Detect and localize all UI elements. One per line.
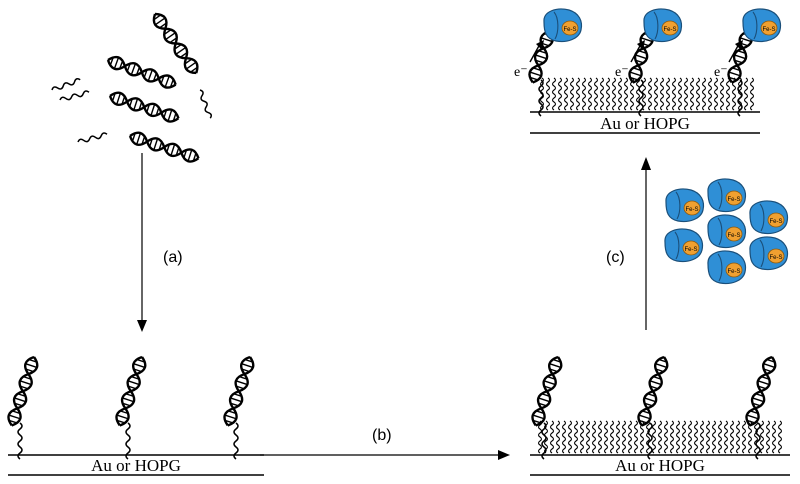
protein-free-7: Fe-S xyxy=(707,250,747,285)
protein-free-3: Fe-S xyxy=(749,200,789,235)
electron-label-2: e⁻ xyxy=(615,65,629,80)
surface-label-bottom-right: Au or HOPG xyxy=(615,456,705,475)
electron-transfer-1: e⁻ xyxy=(514,40,544,80)
protein-free-1: Fe-S xyxy=(665,188,705,223)
step-a-label: (a) xyxy=(163,249,183,266)
fes-cluster-label: Fe-S xyxy=(685,207,698,213)
protein-free-2: Fe-S xyxy=(707,178,747,213)
protein-bound-1: Fe-S xyxy=(543,8,583,43)
passivating-monolayer-top-right xyxy=(539,77,755,111)
free-dna-cluster xyxy=(50,9,213,166)
fes-cluster-label: Fe-S xyxy=(663,27,676,33)
protein-free-4: Fe-S xyxy=(664,228,704,263)
fes-cluster-label: Fe-S xyxy=(727,197,740,203)
electron-label-3: e⁻ xyxy=(714,65,728,80)
surface-top-right xyxy=(530,111,760,134)
bound-proteins: Fe-S Fe-S Fe-S xyxy=(543,8,782,43)
step-c-arrow xyxy=(641,157,651,330)
fes-cluster-label: Fe-S xyxy=(563,27,576,33)
fes-cluster-label: Fe-S xyxy=(762,27,775,33)
protein-free-6: Fe-S xyxy=(749,236,789,271)
step-c-label: (c) xyxy=(606,249,625,266)
step-b-arrow xyxy=(260,450,510,460)
electron-label-1: e⁻ xyxy=(514,65,528,80)
step-b-label: (b) xyxy=(372,427,392,444)
free-proteins: Fe-S Fe-S Fe-S Fe-S Fe-S Fe-S Fe-S xyxy=(664,178,789,285)
protein-bound-2: Fe-S xyxy=(643,8,683,43)
fes-cluster-label: Fe-S xyxy=(769,255,782,261)
electron-transfer-2: e⁻ xyxy=(615,40,645,80)
fes-cluster-label: Fe-S xyxy=(727,269,740,275)
surface-bottom-right xyxy=(530,454,790,476)
electron-transfer-3: e⁻ xyxy=(714,40,743,80)
fes-cluster-label: Fe-S xyxy=(769,219,782,225)
step-a-arrow xyxy=(137,153,147,332)
fes-cluster-label: Fe-S xyxy=(684,247,697,253)
surface-label-bottom-left: Au or HOPG xyxy=(91,456,181,475)
protein-bound-3: Fe-S xyxy=(742,8,782,43)
surface-bottom-left xyxy=(8,454,264,476)
tethered-dna-bottom-right xyxy=(530,355,778,459)
protein-free-5: Fe-S xyxy=(707,214,747,249)
tethered-dna-bottom-left xyxy=(6,355,256,459)
surface-label-top-right: Au or HOPG xyxy=(600,114,690,133)
fes-cluster-label: Fe-S xyxy=(727,233,740,239)
passivating-monolayer-bottom-right xyxy=(537,420,783,454)
